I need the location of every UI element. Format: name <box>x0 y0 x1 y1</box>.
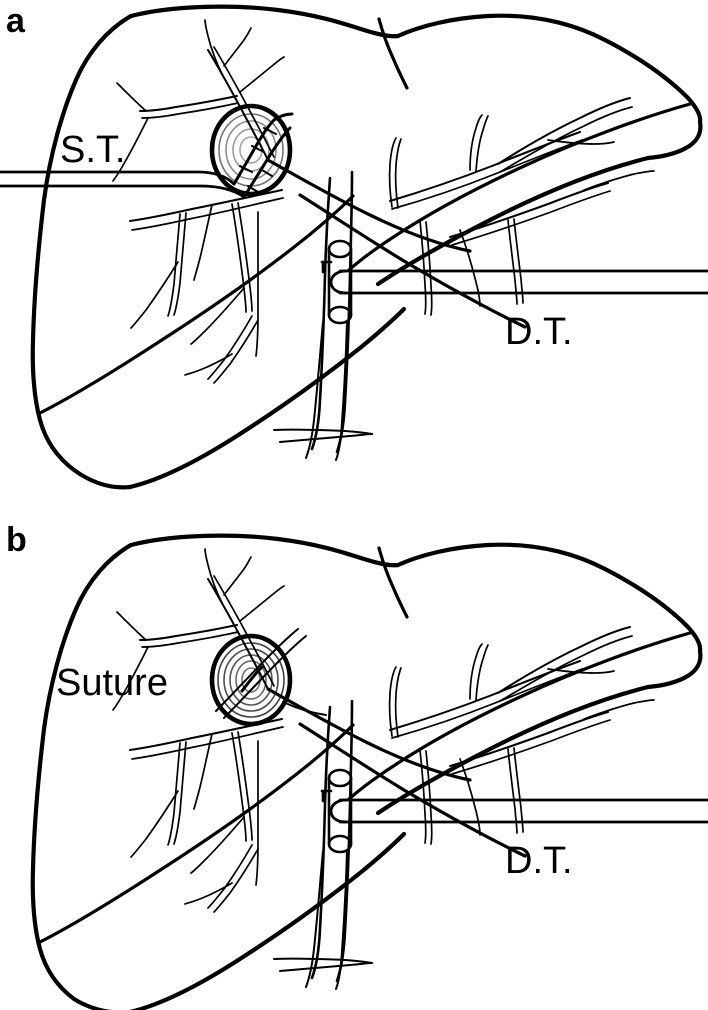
hilar-vessels-a <box>266 158 527 454</box>
liver-outline-a <box>30 4 703 490</box>
lesion-tumor-b <box>209 628 327 727</box>
suture-tube-st-a <box>0 112 294 199</box>
right-lobe-vessel-tree-b <box>388 626 655 845</box>
liver-outline-b <box>30 533 703 1010</box>
label-dt-b: D.T. <box>505 840 573 882</box>
distal-duct-a <box>279 321 373 461</box>
label-suture-b: Suture <box>56 662 168 704</box>
panel-a-drawing: S.T. D.T. <box>0 4 708 490</box>
panel-label-a: a <box>6 2 25 40</box>
distal-duct-b <box>279 850 373 990</box>
duct-t-tube-a <box>320 239 708 325</box>
panel-b-drawing: Suture D.T. <box>30 533 708 1010</box>
label-st-a: S.T. <box>60 129 125 171</box>
panel-label-b: b <box>6 521 27 559</box>
panel-a: a <box>0 2 708 490</box>
panel-b: b <box>0 505 708 1010</box>
label-dt-a: D.T. <box>505 311 573 353</box>
duct-t-tube-b <box>320 768 708 854</box>
left-lobe-vessel-tree-b <box>112 548 285 913</box>
right-lobe-vessel-tree-a <box>388 97 655 316</box>
hilar-vessels-b <box>266 687 527 983</box>
left-lobe-vessel-tree-a <box>112 19 285 384</box>
lesion-tumor-a <box>209 103 293 197</box>
